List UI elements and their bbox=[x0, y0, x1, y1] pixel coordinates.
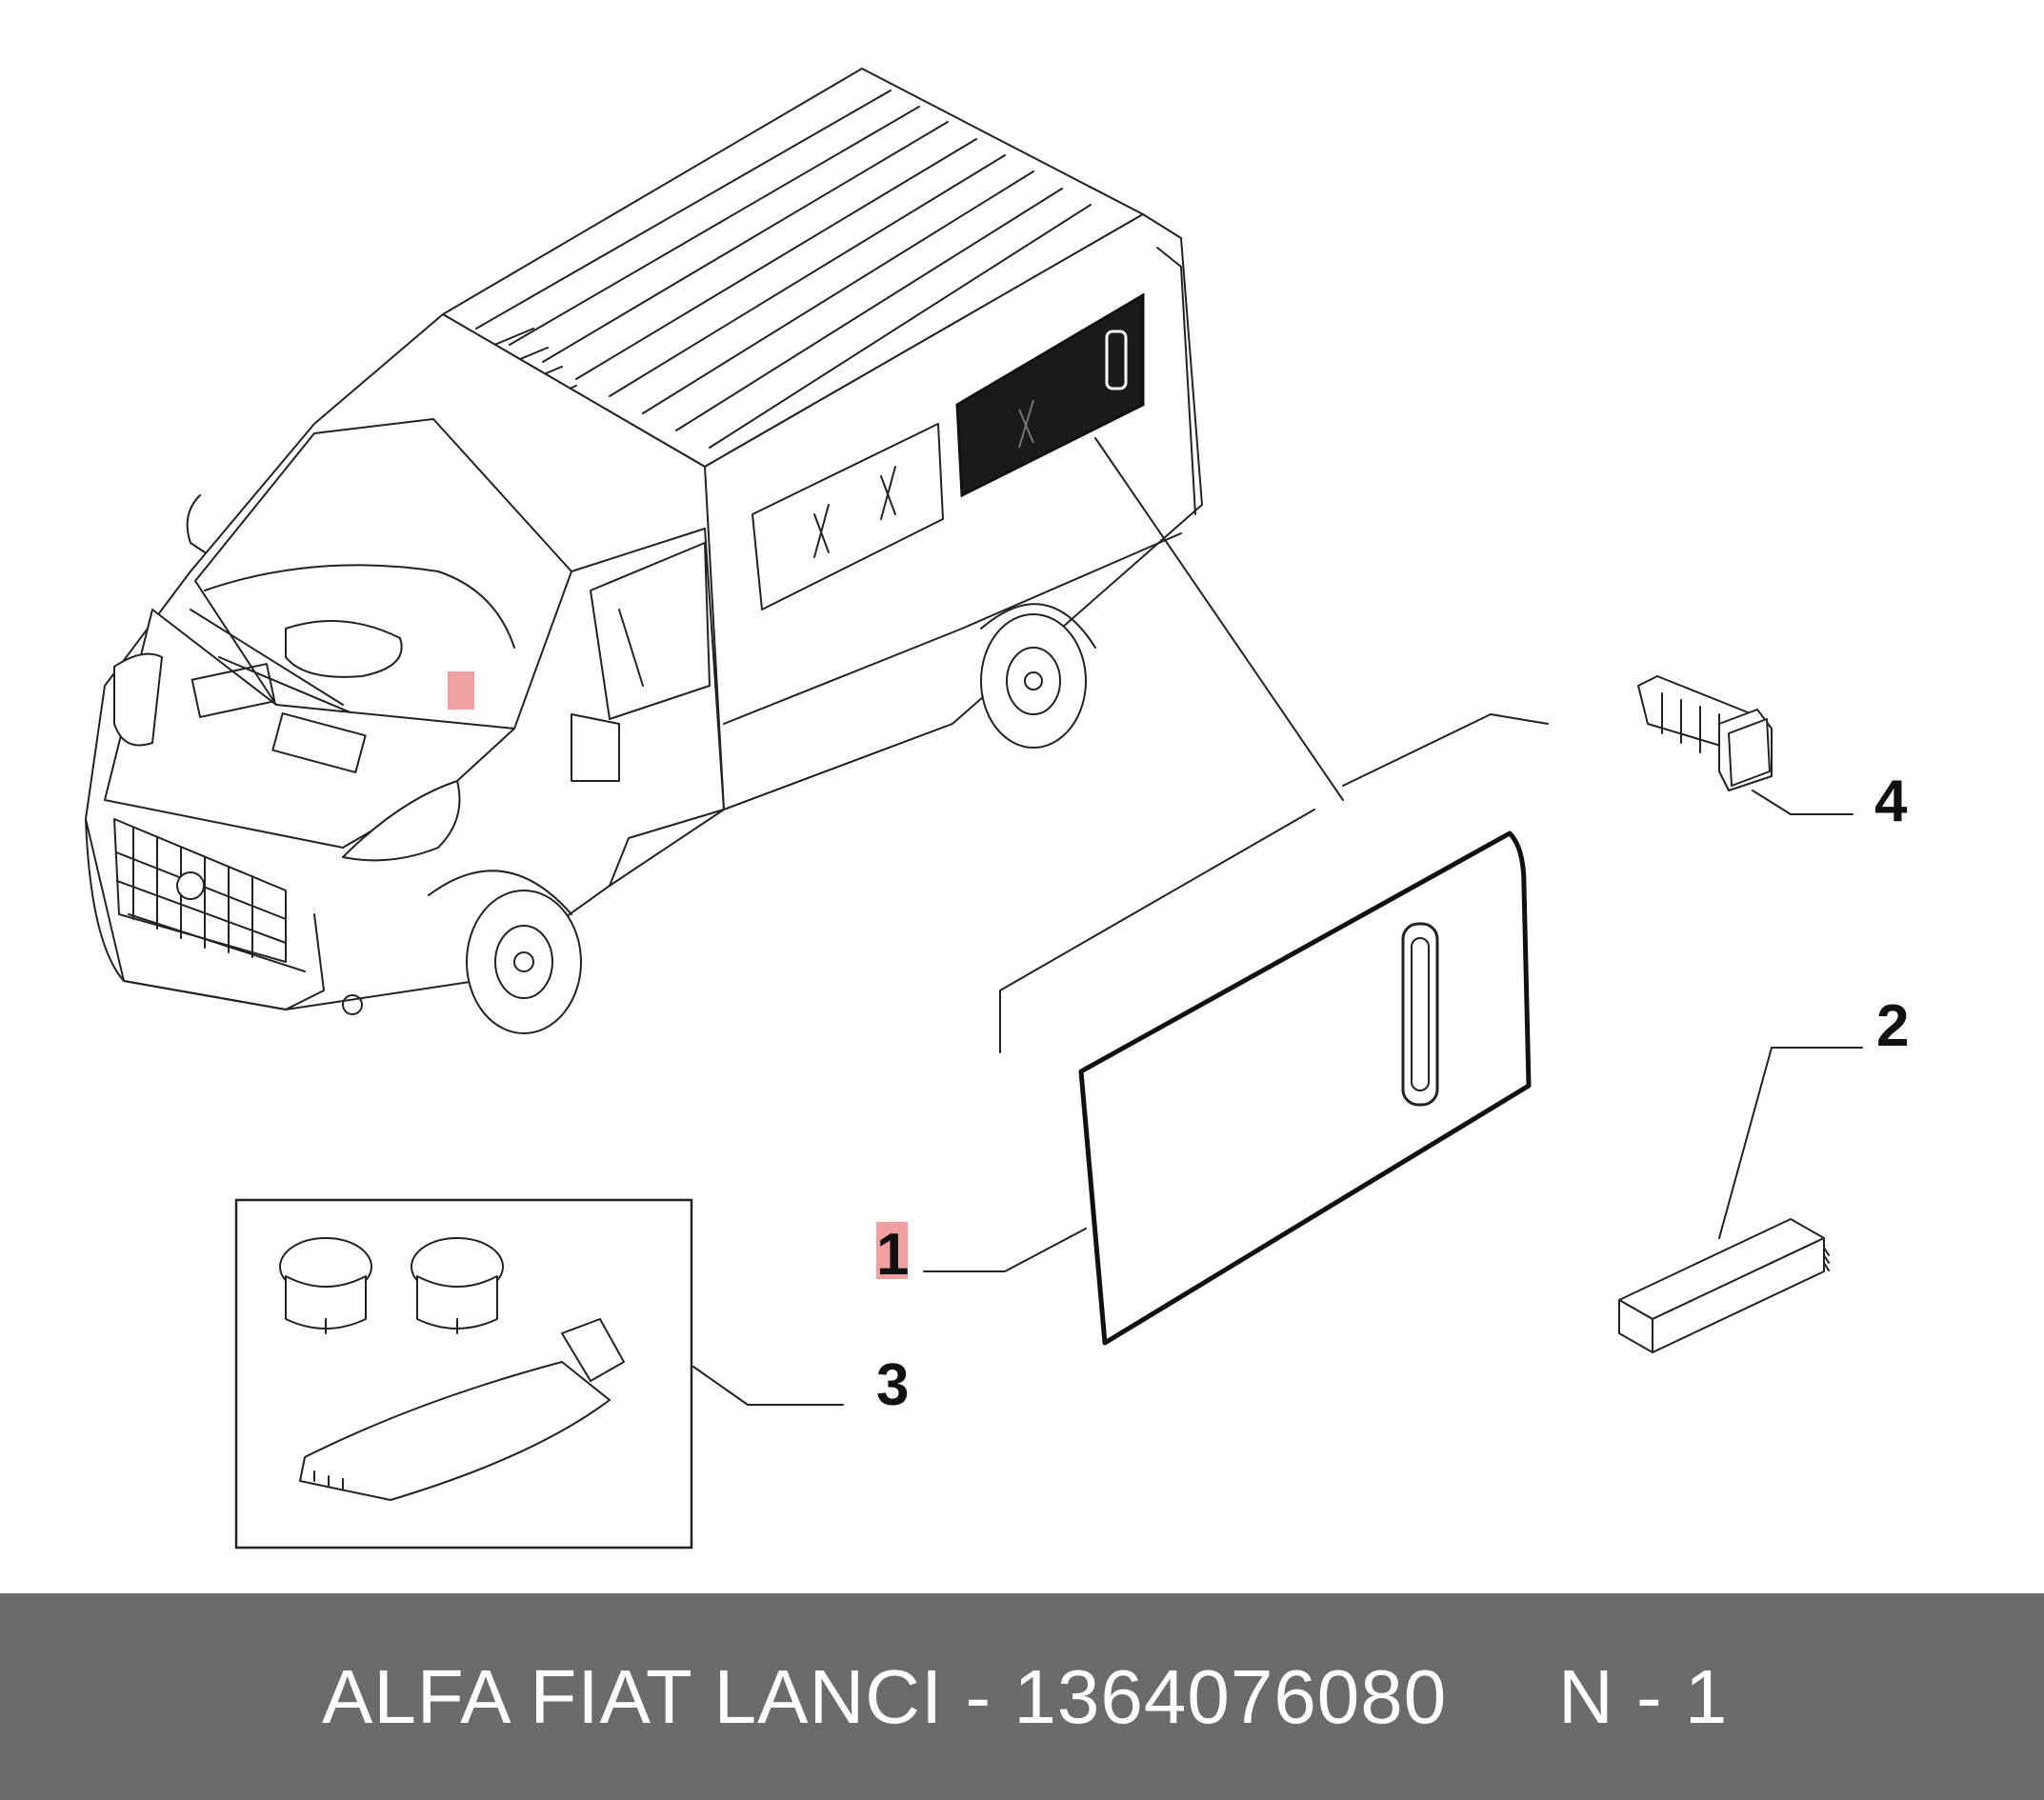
quantity-label: N - 1 bbox=[1558, 1654, 1729, 1739]
parts-diagram: 1 2 3 bbox=[85, 68, 1909, 1550]
van-illustration bbox=[85, 68, 1344, 1034]
adhesive-strips-part bbox=[1618, 1218, 1830, 1353]
callout-2: 2 bbox=[1876, 993, 1909, 1059]
part-number-label: ALFA FIAT LANCI - 1364076080 bbox=[322, 1654, 1448, 1739]
footer-bar: ALFA FIAT LANCI - 1364076080 N - 1 bbox=[0, 1593, 2044, 1800]
highlight-marker bbox=[448, 671, 474, 710]
callout-3: 3 bbox=[876, 1352, 909, 1418]
callout-1: 1 bbox=[876, 1222, 909, 1288]
callout-4: 4 bbox=[1874, 769, 1908, 834]
clip-part bbox=[1637, 675, 1773, 791]
window-panel-part bbox=[999, 713, 1549, 1346]
kit-box-part bbox=[234, 1198, 693, 1550]
callout-1-highlight bbox=[876, 1222, 908, 1279]
